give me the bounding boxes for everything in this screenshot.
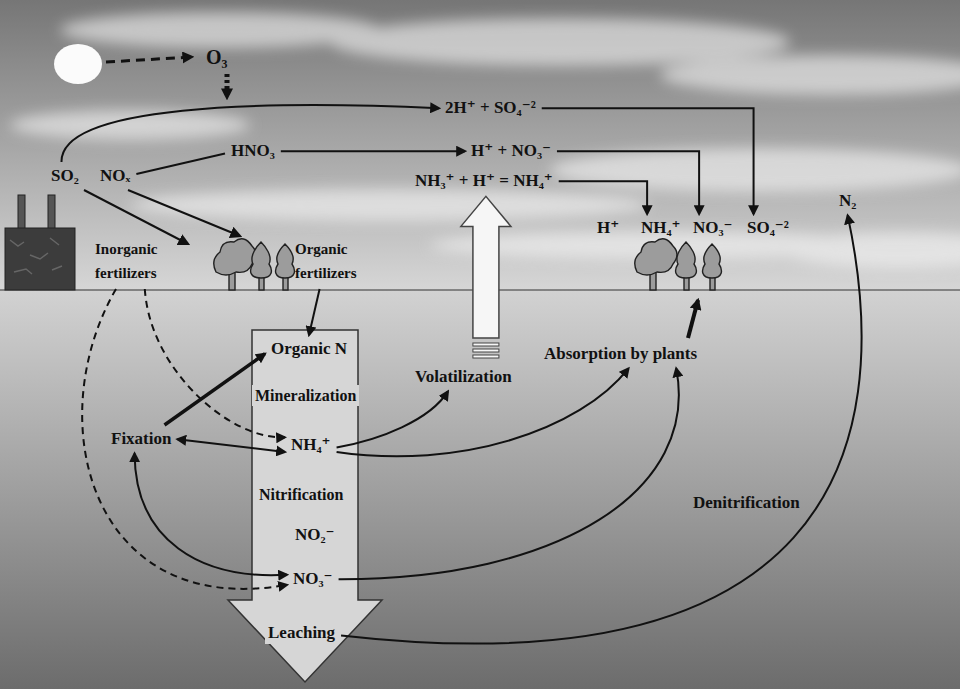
node-text: Volatilization (415, 367, 512, 387)
node-text: Organic N (271, 339, 347, 359)
node-text: Fixation (111, 429, 171, 449)
node-text: H⁺ (597, 218, 619, 238)
nitrogen-pool: NH₄⁺ (288, 434, 334, 456)
factory (18, 195, 25, 229)
factory (10, 238, 62, 274)
node-text: H⁺ + NO₃⁻ (471, 141, 551, 161)
deposited-ion: NH₄⁺ (638, 217, 684, 239)
node-text: NH₄⁺ (641, 218, 681, 238)
factory (5, 228, 75, 290)
deposited-ion: NO₃⁻ (690, 217, 736, 239)
flow-connector (309, 289, 320, 335)
trees (214, 239, 722, 290)
node-text: NH₃⁺ + H⁺ = NH₄⁺ (415, 171, 553, 191)
nitrogen-pool: NO₃⁻ (290, 568, 336, 590)
sun (54, 44, 102, 84)
volatilization-arrow (461, 196, 511, 338)
node-text: Leaching (268, 623, 335, 643)
flow-arrows (84, 190, 188, 244)
deposited-ion: H⁺ (594, 217, 622, 239)
nitrogen-process-arrow (228, 330, 382, 682)
flow-arrows (84, 57, 698, 338)
nitrogen-pool: Organic N (268, 338, 350, 360)
node-text: NOₓ (100, 166, 130, 186)
node-text: NO₃⁻ (293, 569, 333, 589)
process-label: Fixation (108, 428, 174, 450)
flow-arrows (128, 190, 240, 236)
chemical-equation: 2H⁺ + SO₄⁻² (442, 97, 539, 119)
node-text: N₂ (839, 191, 856, 211)
flow-connector (164, 354, 265, 425)
flow-arrows (106, 57, 192, 62)
chemical-species: N₂ (836, 190, 859, 212)
node-text: Organic fertilizers (295, 237, 381, 285)
trees (251, 242, 272, 278)
node-text: Inorganic fertilizers (95, 237, 185, 285)
chemical-species: O₃ (203, 44, 231, 70)
chemical-species: SO₂ (48, 165, 82, 187)
node-text: Absorption by plants (544, 344, 697, 364)
node-text: NO₂⁻ (295, 525, 335, 545)
chemical-species: HNO₃ (228, 140, 278, 162)
chemical-equation: H⁺ + NO₃⁻ (468, 140, 554, 162)
ground (0, 290, 960, 689)
trees (635, 239, 677, 275)
flow-connector (557, 151, 699, 214)
process-label: Leaching (265, 622, 338, 644)
flow-connector (145, 289, 285, 437)
sky (550, 148, 960, 192)
node-text: SO₄⁻² (747, 218, 789, 238)
chemical-equation: NH₃⁺ + H⁺ = NH₄⁺ (412, 170, 556, 192)
nitrogen-pool: NO₂⁻ (292, 524, 338, 546)
sky (10, 110, 250, 140)
flow-connector (82, 289, 287, 589)
factory (5, 195, 75, 290)
process-label: Volatilization (412, 366, 515, 388)
volatilization-arrow (473, 343, 499, 346)
source-label: Inorganic fertilizers (92, 236, 188, 286)
process-label: Absorption by plants (541, 343, 700, 365)
flow-arrows (688, 300, 698, 338)
node-text: HNO₃ (231, 141, 275, 161)
nitrogen-process-arrow (228, 330, 382, 682)
sky (130, 189, 650, 221)
node-text: 2H⁺ + SO₄⁻² (445, 98, 536, 118)
edge-label: Denitrification (690, 492, 803, 514)
sky (330, 18, 790, 66)
trees (276, 244, 295, 278)
sky (660, 55, 960, 95)
flow-connector (339, 368, 679, 579)
flow-connector (542, 108, 754, 214)
factory (48, 195, 55, 229)
flow-connector (136, 153, 225, 174)
flow-arrows (225, 74, 230, 98)
flow-connector (559, 181, 647, 214)
process-label: Nitrification (256, 484, 346, 505)
trees (676, 242, 697, 278)
process-label: Mineralization (252, 385, 359, 406)
source-label: Organic fertilizers (292, 236, 384, 286)
volatilization-arrow (473, 349, 499, 352)
trees (703, 244, 722, 278)
flow-connector (341, 215, 862, 643)
node-text: SO₂ (51, 166, 79, 186)
flow-connector (177, 439, 285, 452)
flow-connector (62, 105, 439, 162)
node-text: NH₄⁺ (291, 435, 331, 455)
sky (780, 232, 960, 268)
deposited-ion: SO₄⁻² (744, 217, 792, 239)
volatilization-arrow (473, 355, 499, 358)
flow-connector (135, 453, 287, 575)
node-text: NO₃⁻ (693, 218, 733, 238)
trees (214, 239, 256, 275)
volatilization-arrow (461, 196, 511, 358)
chemical-species: NOₓ (97, 165, 133, 187)
flow-connector (281, 150, 465, 152)
node-text: O₃ (206, 45, 228, 69)
